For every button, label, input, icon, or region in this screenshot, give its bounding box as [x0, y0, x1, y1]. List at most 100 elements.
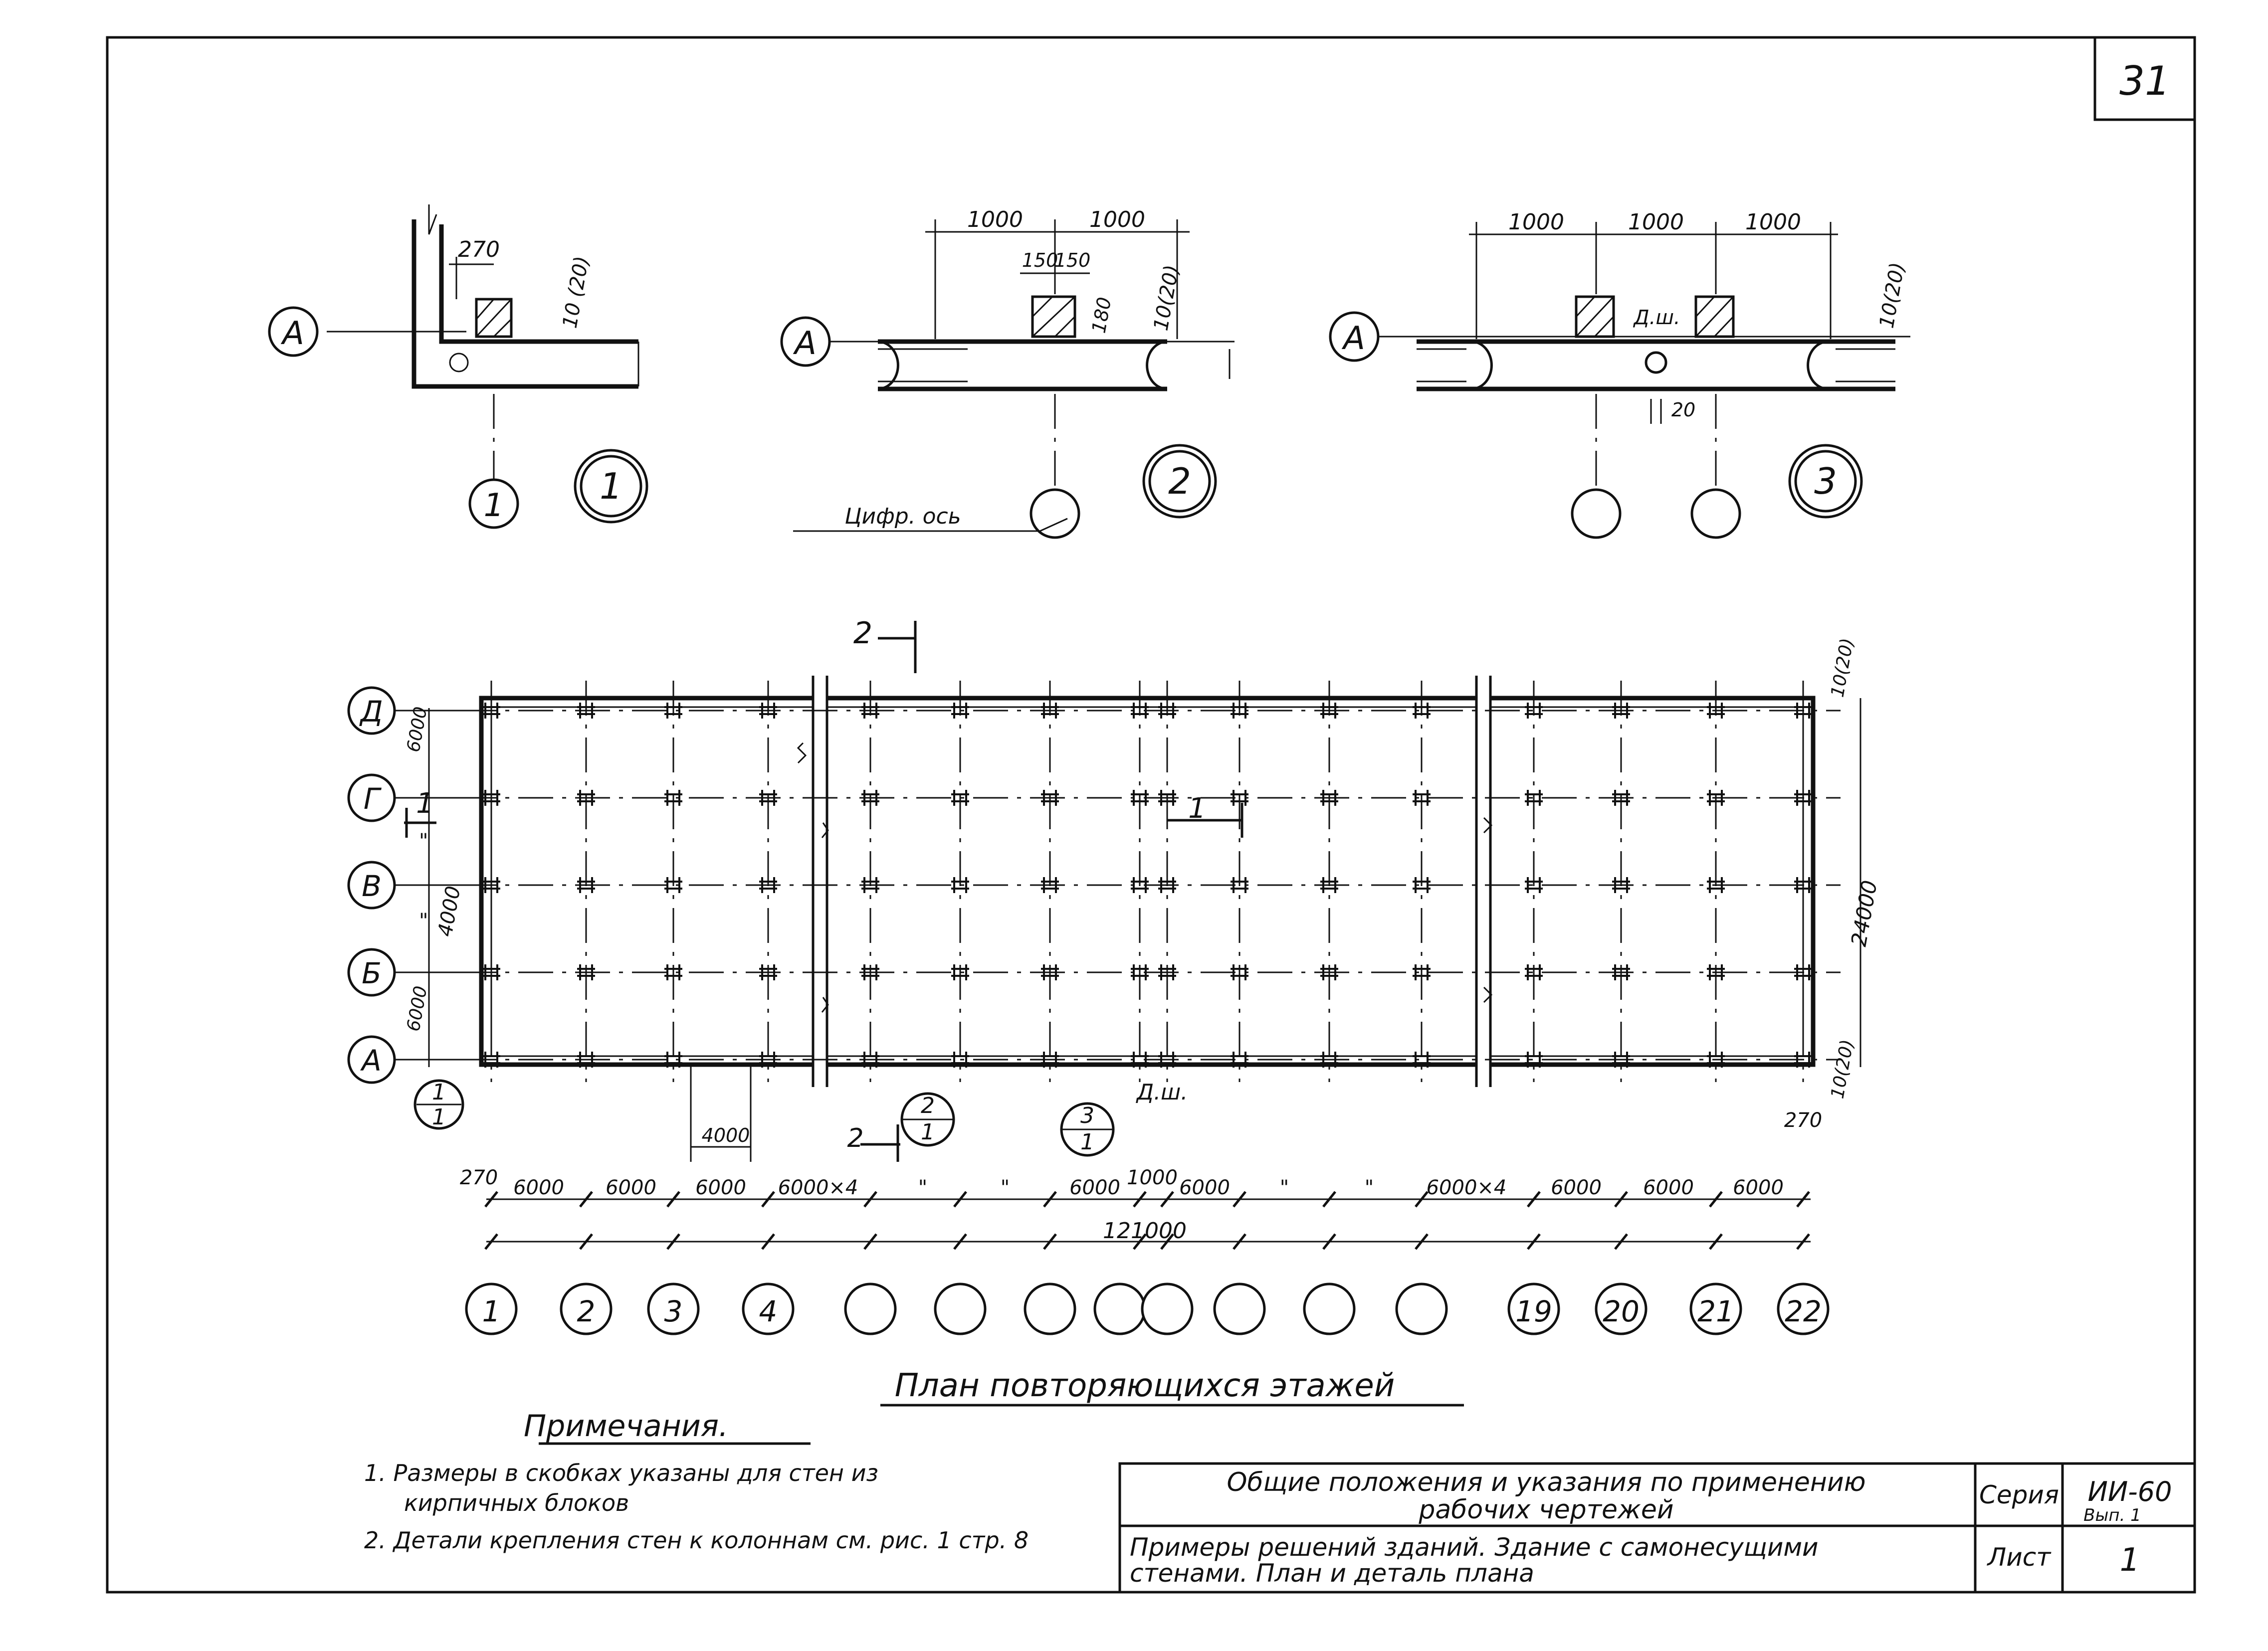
column-marker	[664, 877, 682, 893]
span-dim-label: "	[1001, 1176, 1010, 1199]
dim-tick	[1043, 1191, 1057, 1208]
column-marker	[951, 964, 969, 980]
plan-outline	[479, 696, 1816, 1067]
section-1-left: 1	[416, 787, 434, 820]
column-axis-label: 4	[759, 1294, 778, 1328]
row-dim-1: 6000	[403, 705, 431, 753]
column-marker	[1413, 964, 1431, 980]
column-axis-label: 22	[1785, 1294, 1822, 1328]
span-dim-label: 6000	[1733, 1176, 1784, 1199]
section-2-bottom: 2	[847, 1123, 863, 1153]
plan-caption: План повторяющихся этажей	[880, 1367, 1464, 1407]
column-marker	[482, 1052, 500, 1068]
row-axis-bubble: Г	[347, 773, 461, 822]
detail-3-dim-20: 20	[1671, 399, 1695, 421]
column-marker	[1612, 703, 1630, 719]
dim-tick	[1527, 1191, 1541, 1208]
column-marker	[1794, 1052, 1812, 1068]
notes: Примечания. 1. Размеры в скобках указаны…	[364, 1409, 1029, 1554]
dim-tick	[1160, 1191, 1174, 1208]
column-marker	[1041, 703, 1059, 719]
dim-tick	[1133, 1191, 1147, 1208]
column-marker	[1041, 964, 1059, 980]
callout-1-top: 1	[432, 1080, 446, 1105]
span-dim-label: 6000	[695, 1176, 746, 1199]
column-axis-bubble: 3	[647, 1283, 700, 1335]
detail-2-axis-letter: А	[793, 325, 817, 362]
plan-dim-4000: 4000	[702, 1124, 750, 1146]
column-marker	[759, 790, 777, 806]
column-marker	[1131, 1052, 1149, 1068]
column-axis-bubble	[844, 1283, 897, 1335]
title-block: Общие положения и указания по применению…	[1118, 1462, 2196, 1594]
column-marker	[1041, 877, 1059, 893]
column-marker	[1131, 964, 1149, 980]
column-marker	[759, 877, 777, 893]
detail-2-dim-180: 180	[1088, 295, 1116, 335]
row-axis-bubble: Б	[347, 948, 461, 997]
detail-2-dim-offset: 10(20)	[1150, 263, 1184, 333]
series-value: ИИ-60	[2088, 1476, 2172, 1507]
span-dim-label: 1000	[1127, 1166, 1178, 1189]
detail-3-axis-letter: А	[1341, 320, 1365, 357]
column-axis-bubble: 2	[560, 1283, 613, 1335]
dim-tick	[1796, 1191, 1810, 1208]
column-marker	[1231, 877, 1248, 893]
column-axis-label: 3	[664, 1294, 683, 1328]
sheet-number: 31	[2119, 58, 2170, 104]
column-marker	[482, 877, 500, 893]
dim-tick	[1322, 1191, 1336, 1208]
span-dim-label: "	[1365, 1176, 1374, 1199]
row-axis-label: А	[360, 1044, 382, 1078]
sheet-number-box: 31	[2093, 37, 2195, 121]
issue-value: Вып. 1	[2083, 1505, 2141, 1525]
column-marker	[861, 790, 879, 806]
column-axis-bubble: 4	[742, 1283, 795, 1335]
plan-caption-text: План повторяющихся этажей	[895, 1367, 1395, 1404]
callout-1: 1 1	[413, 1079, 464, 1130]
column-marker	[861, 703, 879, 719]
callout-2: 2 1	[900, 1092, 955, 1147]
row-axis-label: Г	[364, 782, 382, 816]
column-marker	[1320, 964, 1338, 980]
column-axis-bubble: 20	[1595, 1283, 1648, 1335]
column-axis-bubble: 1	[465, 1283, 518, 1335]
detail-1: А 270 10 (20) 1 1	[268, 204, 648, 529]
column-marker	[1158, 877, 1176, 893]
dim-tick	[666, 1191, 680, 1208]
subtitle-line-2: стенами. План и деталь плана	[1130, 1559, 1534, 1588]
column-marker	[482, 964, 500, 980]
right-offset-top: 10(20)	[1827, 637, 1857, 699]
detail-1-dim-offset: 10 (20)	[559, 254, 594, 330]
column-marker	[1794, 964, 1812, 980]
notes-heading: Примечания.	[524, 1409, 728, 1444]
column-marker	[1158, 703, 1176, 719]
detail-3-dim-1000-b: 1000	[1628, 209, 1684, 235]
column-marker	[1707, 703, 1725, 719]
column-marker	[1794, 703, 1812, 719]
span-dim-label: 270	[460, 1166, 498, 1189]
detail-3-number: 3	[1814, 460, 1837, 502]
row-axis-bubble: Д	[347, 686, 461, 735]
column-marker	[1413, 1052, 1431, 1068]
detail-3-dim-1000-c: 1000	[1745, 209, 1801, 235]
column-marker	[1612, 790, 1630, 806]
callout-3-top: 3	[1080, 1103, 1094, 1128]
column-axis-bubble	[1303, 1283, 1356, 1335]
column-axis-bubble	[1141, 1283, 1194, 1335]
subtitle-line-1: Примеры решений зданий. Здание с самонес…	[1130, 1533, 1819, 1562]
column-marker	[664, 1052, 682, 1068]
column-marker	[1612, 1052, 1630, 1068]
column-marker	[1231, 703, 1248, 719]
column-marker	[577, 964, 595, 980]
dim-tick	[953, 1191, 967, 1208]
column-axis-label: 19	[1515, 1294, 1552, 1328]
sheet-label: Лист	[1987, 1543, 2052, 1572]
column-axis-bubble	[934, 1283, 987, 1335]
span-dim-label: 6000×4	[778, 1176, 858, 1199]
dim-tick	[761, 1191, 775, 1208]
detail-3-dim-1000-a: 1000	[1508, 209, 1564, 235]
column-axis-label: 1	[482, 1294, 501, 1328]
dim-tick	[579, 1191, 593, 1208]
